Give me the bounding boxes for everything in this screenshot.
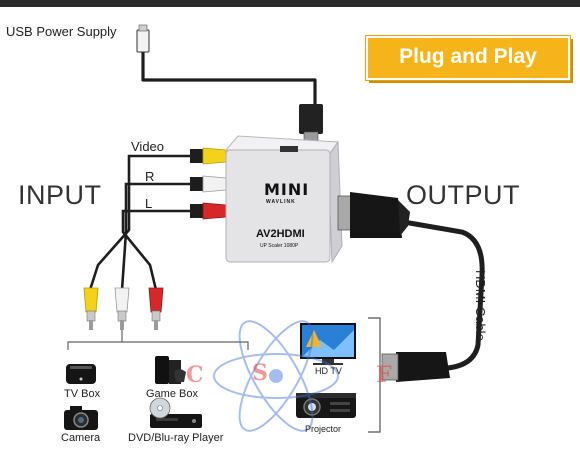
rca-plug-yellow-bottom [83,287,99,330]
camera-icon [64,406,98,430]
source-bracket [67,341,249,350]
rca-plug-white-bottom [114,287,130,330]
device-note-text: UP Scaler 1080P [260,243,299,249]
rca-plug-red-bottom [148,287,164,330]
output-label-projector: Projector [305,424,342,434]
watermark-letter-c: C [186,362,204,388]
top-edge-bar [0,0,580,7]
tv-icon [300,323,356,365]
usb-connector [299,104,323,134]
dvd-player-icon [149,397,202,428]
source-label-game-box: Game Box [146,388,198,400]
output-bracket [368,317,381,433]
watermark-letter-s: S [252,360,268,386]
tv-box-icon [66,364,96,384]
watermark-letter-f: F [376,362,392,388]
rca-cable-right [120,182,190,291]
usb-cable [141,50,317,108]
input-label: INPUT [18,180,102,210]
rca-plug-white-device [190,175,227,193]
source-label-dvd: DVD/Blu-ray Player [128,432,224,444]
source-label-camera: Camera [61,432,101,444]
usb-power-label: USB Power Supply [6,24,117,39]
badge-text: Plug and Play [399,45,537,68]
hdmi-cable-label: HDMI Cable [473,270,488,341]
game-console-icon [155,356,186,384]
rca-plug-red-device [190,202,227,220]
hdmi-connector-device [337,192,410,238]
converter-device [224,135,343,264]
hdmi-connector-display [381,352,450,382]
projector-icon [296,393,356,418]
rca-cable-left [121,209,190,291]
device-sub-text: WAVLINK [266,199,296,205]
video-label: Video [131,139,165,154]
device-brand-text: MINI [264,180,310,199]
hdmi-cable [389,217,485,371]
r-label: R [145,169,155,184]
output-label-hd-tv: HD TV [315,366,342,376]
source-label-tv-box: TV Box [64,388,101,400]
rca-plug-yellow-device [190,147,227,165]
plug-and-play-badge: Plug and Play [365,35,571,81]
l-label: L [145,196,153,211]
output-label: OUTPUT [406,180,520,210]
usb-plug-small [136,29,150,53]
device-model-text: AV2HDMI [256,228,305,240]
watermark-atom [213,320,339,432]
rca-cable-video [88,154,190,291]
